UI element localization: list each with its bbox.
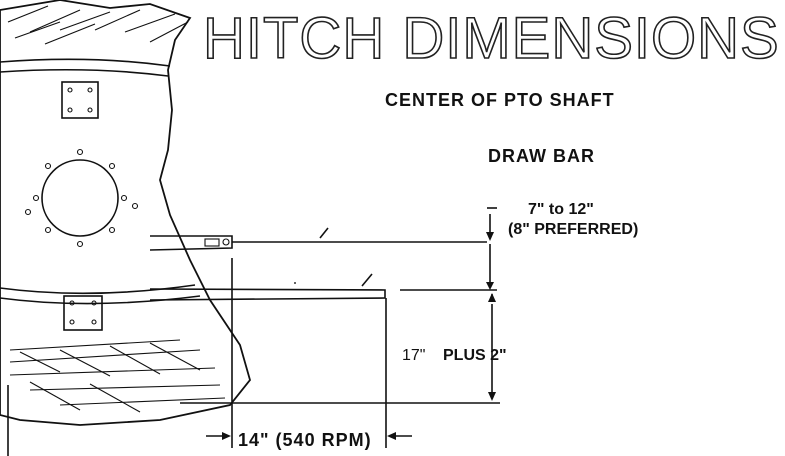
vertical-gap-dimension <box>486 207 497 290</box>
pto-shaft <box>149 227 487 251</box>
vertical-gap-label-line1: 7" to 12" <box>528 201 594 218</box>
vertical-gap-label-line2: (8" PREFERRED) <box>508 221 638 238</box>
height-dimension <box>180 293 500 404</box>
horizontal-distance-label: 14" (540 RPM) <box>238 430 372 450</box>
draw-bar-label: DRAW BAR <box>488 146 595 166</box>
height-value-label: 17" <box>402 347 425 364</box>
tractor-wheel-illustration <box>0 0 251 456</box>
pto-center-label: CENTER OF PTO SHAFT <box>385 90 615 110</box>
horizontal-distance-dimension <box>206 258 412 448</box>
diagram-title: HITCH DIMENSIONS <box>203 6 780 71</box>
height-tolerance-label: PLUS 2" <box>443 347 507 364</box>
draw-bar <box>149 273 497 301</box>
